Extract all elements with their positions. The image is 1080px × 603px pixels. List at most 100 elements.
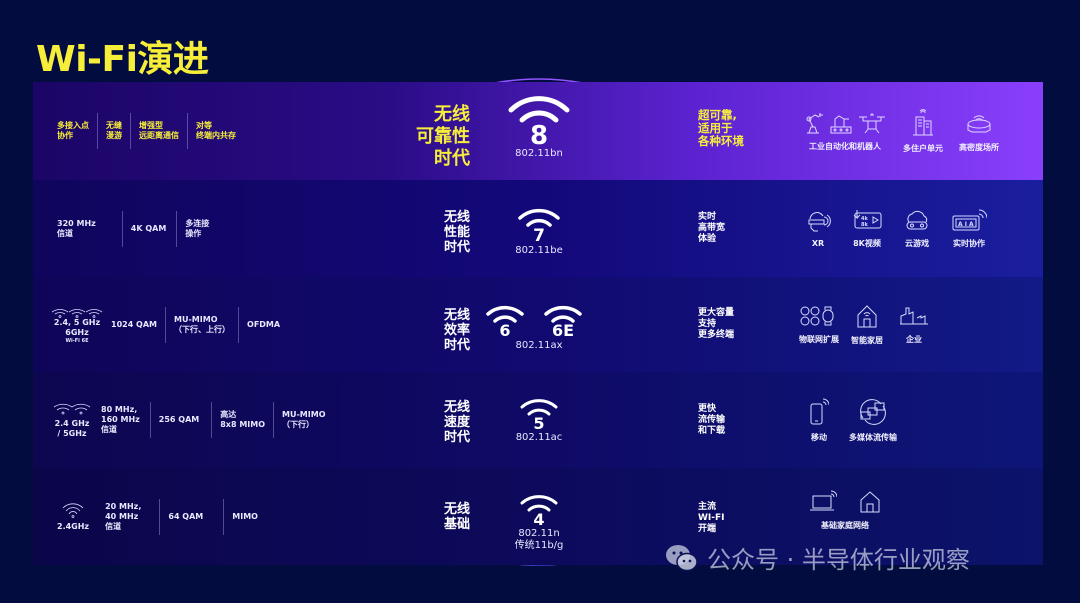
band-info: 2.4GHz <box>51 502 103 532</box>
row-wifi7: 320 MHz 信道 4K QAM 多连接 操作 无线 性能 时代 7 802.… <box>33 180 1043 277</box>
era-label: 无线 效率 时代 <box>443 308 470 353</box>
feature-list: 多接入点 协作 无缝 漫游 增强型 远距离通信 对等 终端内共存 <box>49 82 244 180</box>
generation-badge-6: 6 <box>485 305 525 339</box>
use-case-label: 高密度场所 <box>959 142 999 152</box>
divider <box>223 498 225 535</box>
generation-number: 5 <box>533 414 545 433</box>
generation-badge-6e: 6E <box>543 305 583 339</box>
use-case-high-density: 高密度场所 <box>959 110 999 153</box>
divider <box>238 306 240 343</box>
svg-text:8k: 8k <box>861 222 868 228</box>
row-wifi6: 2.4, 5 GHz 6GHz Wi-Fi 6E 1024 QAM MU-MIM… <box>33 277 1043 372</box>
smart-home-icon <box>857 305 877 328</box>
use-case-label: 物联网扩展 <box>799 335 839 344</box>
band-line: 2.4 GHz <box>54 419 90 428</box>
collaboration-screen-icon: A I A <box>952 209 987 231</box>
wifi-icon <box>544 306 582 323</box>
stadium-icon <box>967 114 991 132</box>
feature-mu-mimo-dl: MU-MIMO （下行） <box>282 410 326 429</box>
divider <box>130 113 131 149</box>
feature-64-qam: 64 QAM <box>168 511 204 521</box>
use-case-cloud-gaming: 云游戏 <box>903 208 931 249</box>
shared-standard: 802.11ax <box>503 340 575 352</box>
feature-20-40mhz: 20 MHz, 40 MHz 信道 <box>105 501 142 531</box>
band-line: 2.4, 5 GHz <box>53 317 101 327</box>
feature-list: 320 MHz 信道 4K QAM 多连接 操作 <box>49 180 217 277</box>
generation-badge: 5 802.11ac <box>513 398 565 444</box>
smartphone-icon <box>810 398 829 424</box>
band-info: 2.4 GHz / 5GHz <box>47 401 99 439</box>
watermark-text: 公众号 · 半导体行业观察 <box>707 546 970 574</box>
vr-headset-icon <box>808 212 831 232</box>
use-case-label: 实时协作 <box>953 239 985 248</box>
watermark: 公众号 · 半导体行业观察 <box>665 540 970 575</box>
wifi-evolution-panel: 多接入点 协作 无缝 漫游 增强型 远距离通信 对等 终端内共存 无线 可靠性 … <box>33 82 1043 565</box>
benefit-text: 实时 高带宽 体验 <box>698 212 726 244</box>
feature-list: 2.4, 5 GHz 6GHz Wi-Fi 6E 1024 QAM MU-MIM… <box>45 277 288 372</box>
feature-320mhz: 320 MHz 信道 <box>57 218 96 238</box>
generation-badge: 8 802.11bn <box>505 96 573 160</box>
feature-1024-qam: 1024 QAM <box>111 319 158 329</box>
cloud-gaming-icon <box>906 210 928 230</box>
era-label: 无线 速度 时代 <box>443 400 470 445</box>
use-case-label: 多住户单元 <box>903 143 943 153</box>
use-cases: 物联网扩展 智能家居 企业 <box>799 277 929 372</box>
use-cases: 移动 多媒体流传输 <box>809 372 897 468</box>
use-case-label: 8K视频 <box>853 239 881 248</box>
benefit-text: 更快 流传输 和下载 <box>698 404 726 436</box>
divider <box>176 210 178 247</box>
divider <box>121 210 123 247</box>
wechat-icon <box>666 544 698 571</box>
feature-multi-ap: 多接入点 协作 <box>57 121 89 140</box>
iot-devices-icon <box>800 306 834 326</box>
feature-mlo: 多连接 操作 <box>185 218 210 238</box>
row-wifi8: 多接入点 协作 无缝 漫游 增强型 远距离通信 对等 终端内共存 无线 可靠性 … <box>33 82 1043 180</box>
wifi-icon <box>520 495 558 512</box>
divider <box>149 402 151 438</box>
feature-4k-qam: 4K QAM <box>130 223 167 233</box>
generation-number: 6 <box>499 321 511 340</box>
use-case-label: 云游戏 <box>905 239 929 248</box>
wifi-icon <box>486 306 524 323</box>
use-case-label: 多媒体流传输 <box>849 432 897 442</box>
generation-number: 4 <box>533 510 545 529</box>
feature-list: 2.4 GHz / 5GHz 80 MHz, 160 MHz 信道 256 QA… <box>47 372 334 468</box>
enterprise-factory-icon <box>900 307 928 325</box>
drone-icon <box>859 112 885 133</box>
benefit-text: 主流 WI-FI 开端 <box>698 502 725 534</box>
use-case-home-network: 基础家庭网络 <box>809 490 881 531</box>
use-case-label: 企业 <box>906 335 922 344</box>
feature-ofdma: OFDMA <box>247 319 281 329</box>
standard-label: 802.11ax <box>515 340 563 351</box>
era-label: 无线 性能 时代 <box>443 210 470 255</box>
tri-band-wifi-icon <box>51 308 103 318</box>
use-case-label: 移动 <box>811 432 827 442</box>
use-case-industrial: 工业自动化和机器人 <box>803 111 887 152</box>
use-case-mdu: 多住户单元 <box>903 108 943 154</box>
use-case-label: 基础家庭网络 <box>821 521 869 530</box>
svg-text:A I A: A I A <box>958 221 974 228</box>
row-wifi4: 2.4GHz 20 MHz, 40 MHz 信道 64 QAM MIMO 无线 … <box>33 468 1043 565</box>
divider <box>165 306 167 343</box>
use-case-media-streaming: 多媒体流传输 <box>849 398 897 443</box>
home-icon <box>860 491 880 513</box>
feature-8x8-mimo: 高达 8x8 MIMO <box>220 410 266 429</box>
use-cases: 工业自动化和机器人 多住户单元 高密度场所 <box>803 82 999 180</box>
use-case-label: 智能家居 <box>851 336 883 345</box>
divider <box>211 402 213 438</box>
generation-number: 6E <box>551 321 575 340</box>
era-label: 无线 基础 <box>443 502 470 532</box>
standard-label: 802.11n <box>518 528 560 539</box>
feature-80-160mhz: 80 MHz, 160 MHz 信道 <box>101 405 140 434</box>
band-note: Wi-Fi 6E <box>65 337 89 344</box>
robot-arm-icon <box>806 112 823 133</box>
laptop-wifi-icon <box>810 490 837 511</box>
standard-label: 802.11bn <box>515 148 563 159</box>
factory-line-icon <box>830 114 852 133</box>
divider <box>159 498 161 535</box>
divider <box>97 113 98 149</box>
use-case-smart-home: 智能家居 <box>851 303 883 346</box>
generation-number: 7 <box>533 226 545 246</box>
